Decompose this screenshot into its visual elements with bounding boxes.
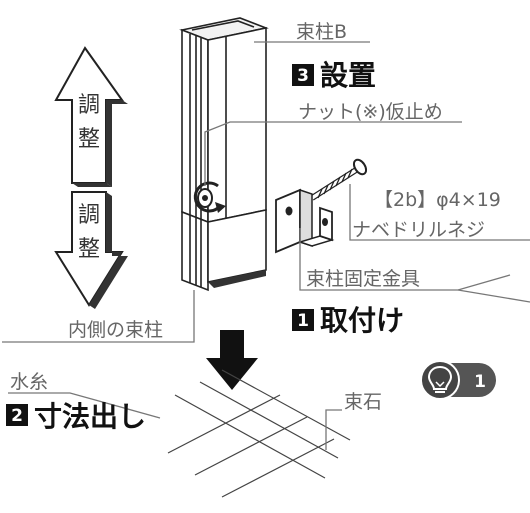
step3-title: 設置	[320, 59, 376, 92]
adjust-down-arrow: 調 整	[54, 191, 128, 309]
step1-badge: 1	[292, 309, 314, 331]
nut-icon	[193, 181, 226, 213]
screw-icon	[303, 158, 368, 205]
adjust-down-char-2: 整	[78, 237, 100, 262]
label-screw-spec: 【2b】φ4×19	[374, 189, 501, 211]
tip-number: 1	[474, 372, 486, 392]
adjust-up-char-2: 整	[78, 127, 100, 152]
post-b	[179, 17, 269, 224]
tip-badge: 1	[420, 360, 496, 400]
layout-grid	[167, 369, 351, 498]
label-bracket: 束柱固定金具	[306, 268, 420, 290]
label-nut: ナット(※)仮止め	[298, 101, 443, 123]
step1-number: 1	[297, 311, 309, 331]
label-level-line: 水糸	[10, 371, 48, 393]
step1-title: 取付け	[320, 304, 404, 337]
label-foundation-stone: 束石	[344, 391, 382, 413]
step2-badge: 2	[6, 404, 28, 426]
step2-number: 2	[11, 406, 23, 426]
lightbulb-icon	[427, 365, 453, 393]
bracket-icon	[275, 188, 335, 254]
step2-title: 寸法出し	[34, 400, 146, 433]
label-screw-name: ナベドリルネジ	[352, 219, 485, 241]
adjust-down-char-1: 調	[78, 203, 100, 228]
step3-number: 3	[297, 66, 309, 86]
adjust-up-arrow: 調 整	[54, 46, 128, 187]
adjust-up-char-1: 調	[78, 93, 100, 118]
label-inner-post: 内側の束柱	[68, 319, 163, 341]
placement-arrow	[206, 330, 258, 390]
inner-post	[181, 209, 267, 292]
label-post-b: 束柱B	[296, 21, 347, 43]
leader-lines	[2, 41, 530, 450]
step3-badge: 3	[292, 64, 314, 86]
